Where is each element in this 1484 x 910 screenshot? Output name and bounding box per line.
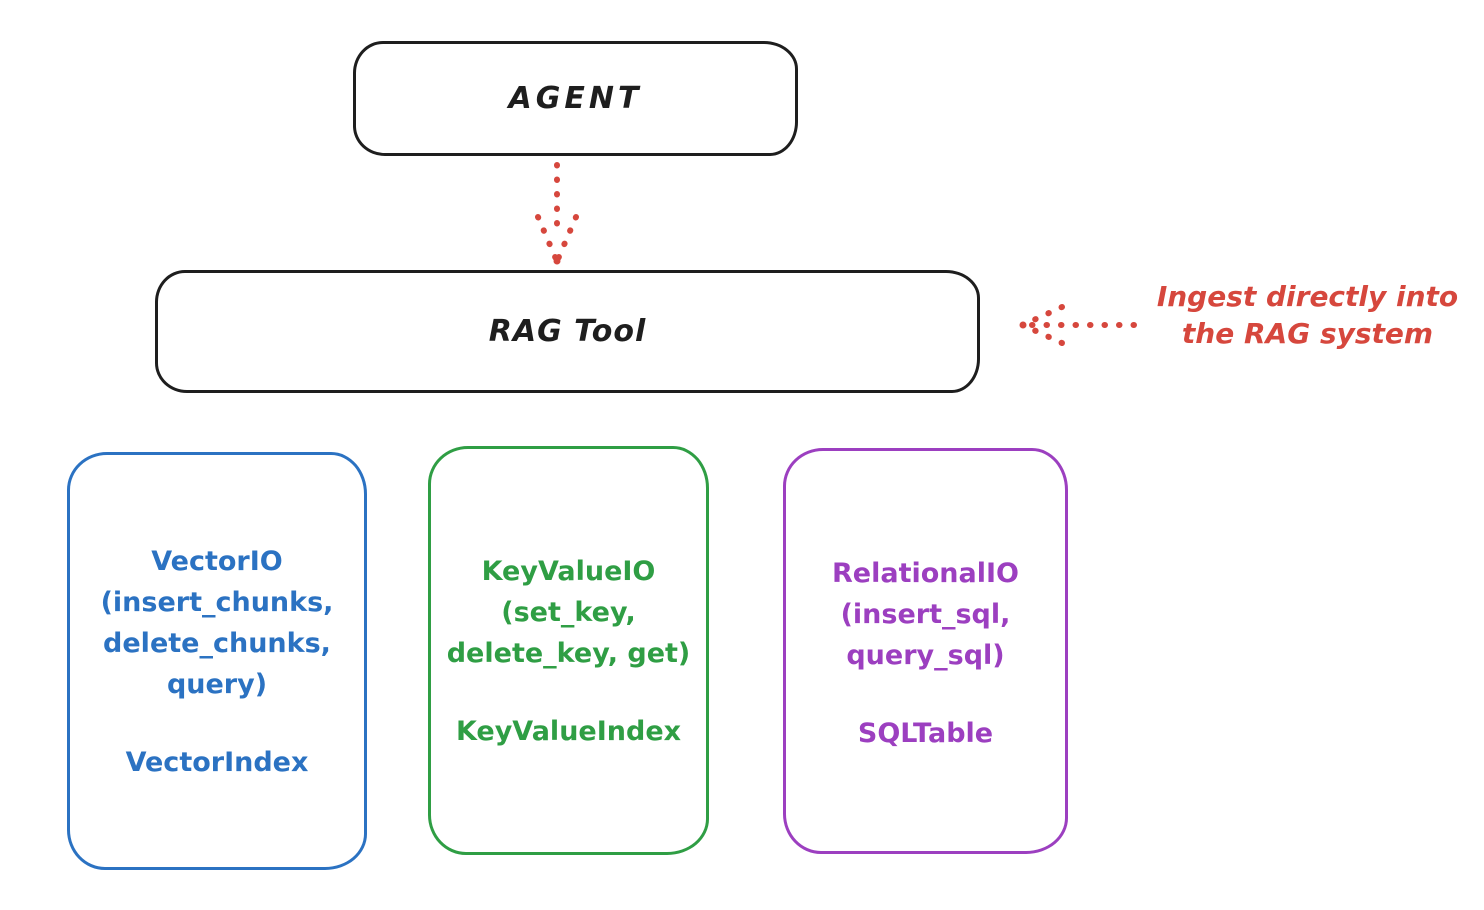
vector-io-box: VectorIO (insert_chunks, delete_chunks, … (67, 452, 367, 870)
arrowhead-tip (553, 257, 561, 265)
relational-io-methods: RelationalIO (insert_sql, query_sql) (832, 558, 1019, 671)
vector-index-label: VectorIndex (125, 747, 309, 778)
agent-label: AGENT (508, 81, 643, 116)
keyvalue-io-methods: KeyValueIO (set_key, delete_key, get) (446, 556, 691, 669)
rag-tool-box: RAG Tool (155, 270, 980, 393)
arrowhead-tip (1019, 321, 1027, 329)
sql-table-label: SQLTable (857, 718, 994, 749)
agent-box: AGENT (353, 41, 798, 156)
dotted-arrow-left-icon (1019, 304, 1137, 346)
keyvalue-index-label: KeyValueIndex (455, 716, 682, 747)
dotted-arrow-down-icon (535, 162, 579, 265)
keyvalue-io-box: KeyValueIO (set_key, delete_key, get) Ke… (428, 446, 709, 855)
ingest-annotation: Ingest directly into the RAG system (1156, 280, 1459, 350)
rag-tool-label: RAG Tool (488, 314, 647, 349)
vector-io-methods: VectorIO (insert_chunks, delete_chunks, … (100, 546, 334, 700)
relational-io-box: RelationalIO (insert_sql, query_sql) SQL… (783, 448, 1068, 854)
